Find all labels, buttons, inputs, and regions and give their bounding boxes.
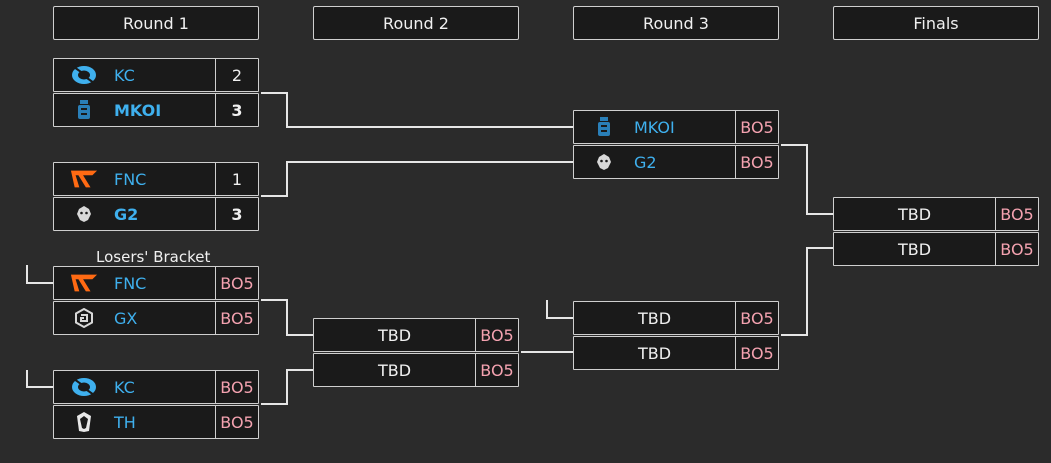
g2-logo-icon (590, 148, 618, 176)
team-score: BO5 (735, 337, 778, 369)
team-score: 3 (215, 94, 258, 126)
team-name: G2 (634, 152, 657, 172)
team-name: KC (114, 377, 135, 397)
team-score: BO5 (995, 233, 1038, 265)
team-score: 3 (215, 198, 258, 230)
team-name: TBD (377, 360, 412, 380)
connector-losers-entry-3 (546, 300, 573, 319)
team-name: KC (114, 65, 135, 85)
match-r1m4-team1[interactable]: KC BO5 (53, 370, 259, 404)
team-name: TBD (377, 325, 412, 345)
team-score: BO5 (995, 198, 1038, 230)
fnc-logo-icon (70, 269, 98, 297)
mkoi-logo-icon (70, 96, 98, 124)
match-r3m2-team1[interactable]: TBD BO5 (573, 301, 779, 335)
match-finals-team1[interactable]: TBD BO5 (833, 197, 1039, 231)
team-name: TBD (637, 343, 672, 363)
team-name: TBD (637, 308, 672, 328)
connector-r1m3-r2m1 (261, 299, 313, 336)
team-name: FNC (114, 169, 147, 189)
gx-logo-icon (70, 304, 98, 332)
kc-logo-icon (70, 373, 98, 401)
connector-losers-entry-1 (26, 265, 53, 284)
match-r1m1-team2[interactable]: MKOI 3 (53, 93, 259, 127)
losers-bracket-label: Losers' Bracket (96, 248, 211, 266)
team-score: BO5 (475, 319, 518, 351)
connector-r3m1-finals (781, 144, 833, 215)
header-round-1: Round 1 (53, 6, 259, 40)
team-name: TBD (897, 239, 932, 259)
match-r1m2-team1[interactable]: FNC 1 (53, 162, 259, 196)
connector-r1m1-r3m1 (261, 92, 573, 128)
team-name: MKOI (634, 117, 675, 137)
team-name: FNC (114, 273, 147, 293)
kc-logo-icon (70, 61, 98, 89)
team-score: BO5 (475, 354, 518, 386)
team-score: 2 (215, 59, 258, 91)
header-round-3: Round 3 (573, 6, 779, 40)
team-name: MKOI (114, 100, 162, 120)
header-finals: Finals (833, 6, 1039, 40)
match-r1m3-team1[interactable]: FNC BO5 (53, 266, 259, 300)
match-r2m1-team1[interactable]: TBD BO5 (313, 318, 519, 352)
match-r1m3-team2[interactable]: GX BO5 (53, 301, 259, 335)
mkoi-logo-icon (590, 113, 618, 141)
team-score: BO5 (215, 371, 258, 403)
match-r3m1-team2[interactable]: G2 BO5 (573, 145, 779, 179)
team-score: BO5 (215, 267, 258, 299)
match-r3m1-team1[interactable]: MKOI BO5 (573, 110, 779, 144)
team-name: G2 (114, 204, 139, 224)
team-score: BO5 (735, 111, 778, 143)
connector-losers-entry-2 (26, 370, 53, 388)
connector-r1m2-r3m1 (261, 161, 573, 197)
connector-r1m4-r2m1 (261, 369, 313, 405)
th-logo-icon (70, 408, 98, 436)
header-round-2: Round 2 (313, 6, 519, 40)
match-finals-team2[interactable]: TBD BO5 (833, 232, 1039, 266)
match-r1m4-team2[interactable]: TH BO5 (53, 405, 259, 439)
match-r2m1-team2[interactable]: TBD BO5 (313, 353, 519, 387)
match-r3m2-team2[interactable]: TBD BO5 (573, 336, 779, 370)
team-score: 1 (215, 163, 258, 195)
match-r1m1-team1[interactable]: KC 2 (53, 58, 259, 92)
team-score: BO5 (215, 302, 258, 334)
connector-r3m2-finals (781, 247, 833, 336)
team-score: BO5 (735, 146, 778, 178)
team-name: TH (114, 412, 136, 432)
team-score: BO5 (215, 406, 258, 438)
fnc-logo-icon (70, 165, 98, 193)
g2-logo-icon (70, 200, 98, 228)
team-score: BO5 (735, 302, 778, 334)
team-name: TBD (897, 204, 932, 224)
match-r1m2-team2[interactable]: G2 3 (53, 197, 259, 231)
team-name: GX (114, 308, 138, 328)
